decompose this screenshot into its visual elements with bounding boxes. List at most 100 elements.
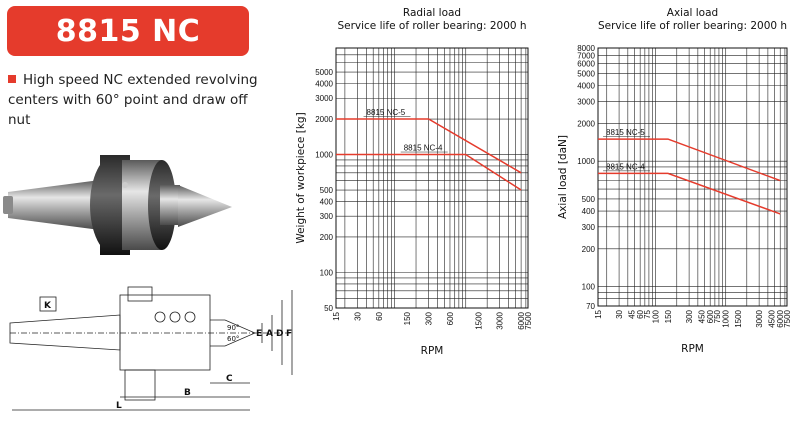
x-tick-label: 7500 [524, 311, 533, 329]
taper-shank [8, 180, 100, 230]
chart-subtitle: Service life of roller bearing: 2000 h [598, 20, 787, 32]
x-tick-label: 1000 [722, 309, 731, 327]
chart-subtitle: Service life of roller bearing: 2000 h [337, 20, 526, 32]
bearing-ball-1 [154, 311, 166, 323]
label-D: D [276, 329, 283, 339]
series-label-0: 8815 NC-5 [606, 128, 645, 137]
x-tick-label: 300 [685, 309, 694, 323]
x-tick-label: 30 [615, 309, 624, 318]
y-tick-label: 2000 [315, 115, 333, 124]
label-E: E [256, 329, 262, 339]
description-text: High speed NC extended revolving centers… [8, 72, 258, 128]
x-tick-label: 60 [636, 309, 645, 318]
y-tick-label: 4000 [577, 82, 595, 91]
y-tick-label: 100 [320, 268, 334, 277]
drawing-shank [9, 314, 121, 351]
label-A: A [266, 329, 273, 339]
y-tick-label: 3000 [315, 94, 333, 103]
x-tick-label: 15 [332, 311, 341, 320]
y-tick-label: 400 [320, 197, 334, 206]
x-tick-label: 15 [594, 309, 603, 318]
x-tick-label: 30 [353, 311, 362, 320]
x-tick-label: 60 [375, 311, 384, 320]
model-title: 8815 NC [55, 13, 201, 49]
y-tick-label: 500 [320, 186, 334, 195]
drawing-body [119, 294, 211, 371]
x-tick-label: 300 [425, 311, 434, 325]
x-tick-label: 600 [706, 309, 715, 323]
chart-title: Axial load [667, 7, 718, 19]
drawing-point [210, 319, 257, 347]
label-60: 60° [227, 335, 239, 343]
spindle [160, 185, 180, 225]
y-tick-label: 100 [582, 283, 596, 292]
product-photo [3, 155, 232, 255]
x-tick-label: 45 [627, 309, 636, 318]
plot-frame [335, 47, 529, 309]
y-tick-label: 2000 [577, 119, 595, 128]
dim-K-box [39, 296, 57, 312]
y-tick-label: 5000 [315, 68, 333, 77]
x-axis-label: RPM [421, 345, 444, 357]
series-label-1: 8815 NC-4 [404, 144, 443, 153]
shank-end [3, 196, 13, 214]
series-line-1 [336, 153, 522, 191]
x-tick-label: 3000 [496, 311, 505, 329]
y-tick-label: 200 [582, 245, 596, 254]
y-tick-label: 1000 [315, 151, 333, 160]
y-tick-label: 8000 [577, 44, 595, 53]
chart-grid [336, 47, 528, 309]
x-tick-label: 1500 [734, 309, 743, 327]
series-line-0 [598, 138, 781, 182]
y-tick-label: 200 [320, 233, 334, 242]
y-tick-label: 50 [324, 304, 333, 313]
label-B: B [184, 388, 191, 398]
y-tick-label: 7000 [577, 51, 595, 60]
technical-drawing: K 90° 60° E A D F C B L [9, 286, 293, 411]
x-tick-label: 150 [403, 311, 412, 325]
y-tick-label: 500 [582, 195, 596, 204]
x-tick-label: 1500 [474, 311, 483, 329]
centre-point [178, 185, 232, 227]
y-tick-label: 300 [320, 212, 334, 221]
label-C: C [226, 374, 233, 384]
x-tick-label: 450 [697, 309, 706, 323]
y-tick-label: 6000 [577, 60, 595, 69]
y-tick-label: 1000 [577, 157, 595, 166]
label-K: K [44, 301, 52, 311]
x-tick-label: 75 [643, 309, 652, 318]
lube-screw [122, 182, 128, 188]
y-tick-label: 70 [586, 302, 595, 311]
y-tick-label: 300 [582, 223, 596, 232]
series-line-0 [336, 118, 522, 174]
series-line-1 [598, 172, 781, 215]
x-tick-label: 4500 [767, 309, 776, 327]
drawing-nut-bottom [124, 369, 156, 401]
y-tick-label: 4000 [315, 80, 333, 89]
label-L: L [116, 401, 122, 411]
bullet-icon [8, 75, 16, 83]
bearing-ball-2 [169, 311, 181, 323]
drawing-nut-top [127, 286, 153, 302]
label-90: 90° [227, 324, 239, 332]
x-axis-label: RPM [681, 343, 704, 355]
y-tick-label: 400 [582, 207, 596, 216]
y-axis-label: Weight of workpiece [kg] [295, 112, 307, 243]
x-tick-label: 6000 [517, 311, 526, 329]
y-axis-label: Axial load [daN] [557, 135, 569, 219]
x-tick-label: 100 [652, 309, 661, 323]
plot-frame [597, 47, 788, 307]
product-description: High speed NC extended revolving centers… [8, 70, 268, 130]
label-F: F [286, 329, 292, 339]
x-tick-label: 3000 [755, 309, 764, 327]
x-tick-label: 150 [664, 309, 673, 323]
series-label-1: 8815 NC-4 [606, 162, 645, 171]
x-tick-label: 600 [446, 311, 455, 325]
model-badge: 8815 NC [7, 6, 249, 56]
chart-grid [598, 47, 787, 307]
x-tick-label: 750 [713, 309, 722, 323]
chart-title: Radial load [403, 7, 461, 19]
x-tick-label: 6000 [776, 309, 785, 327]
